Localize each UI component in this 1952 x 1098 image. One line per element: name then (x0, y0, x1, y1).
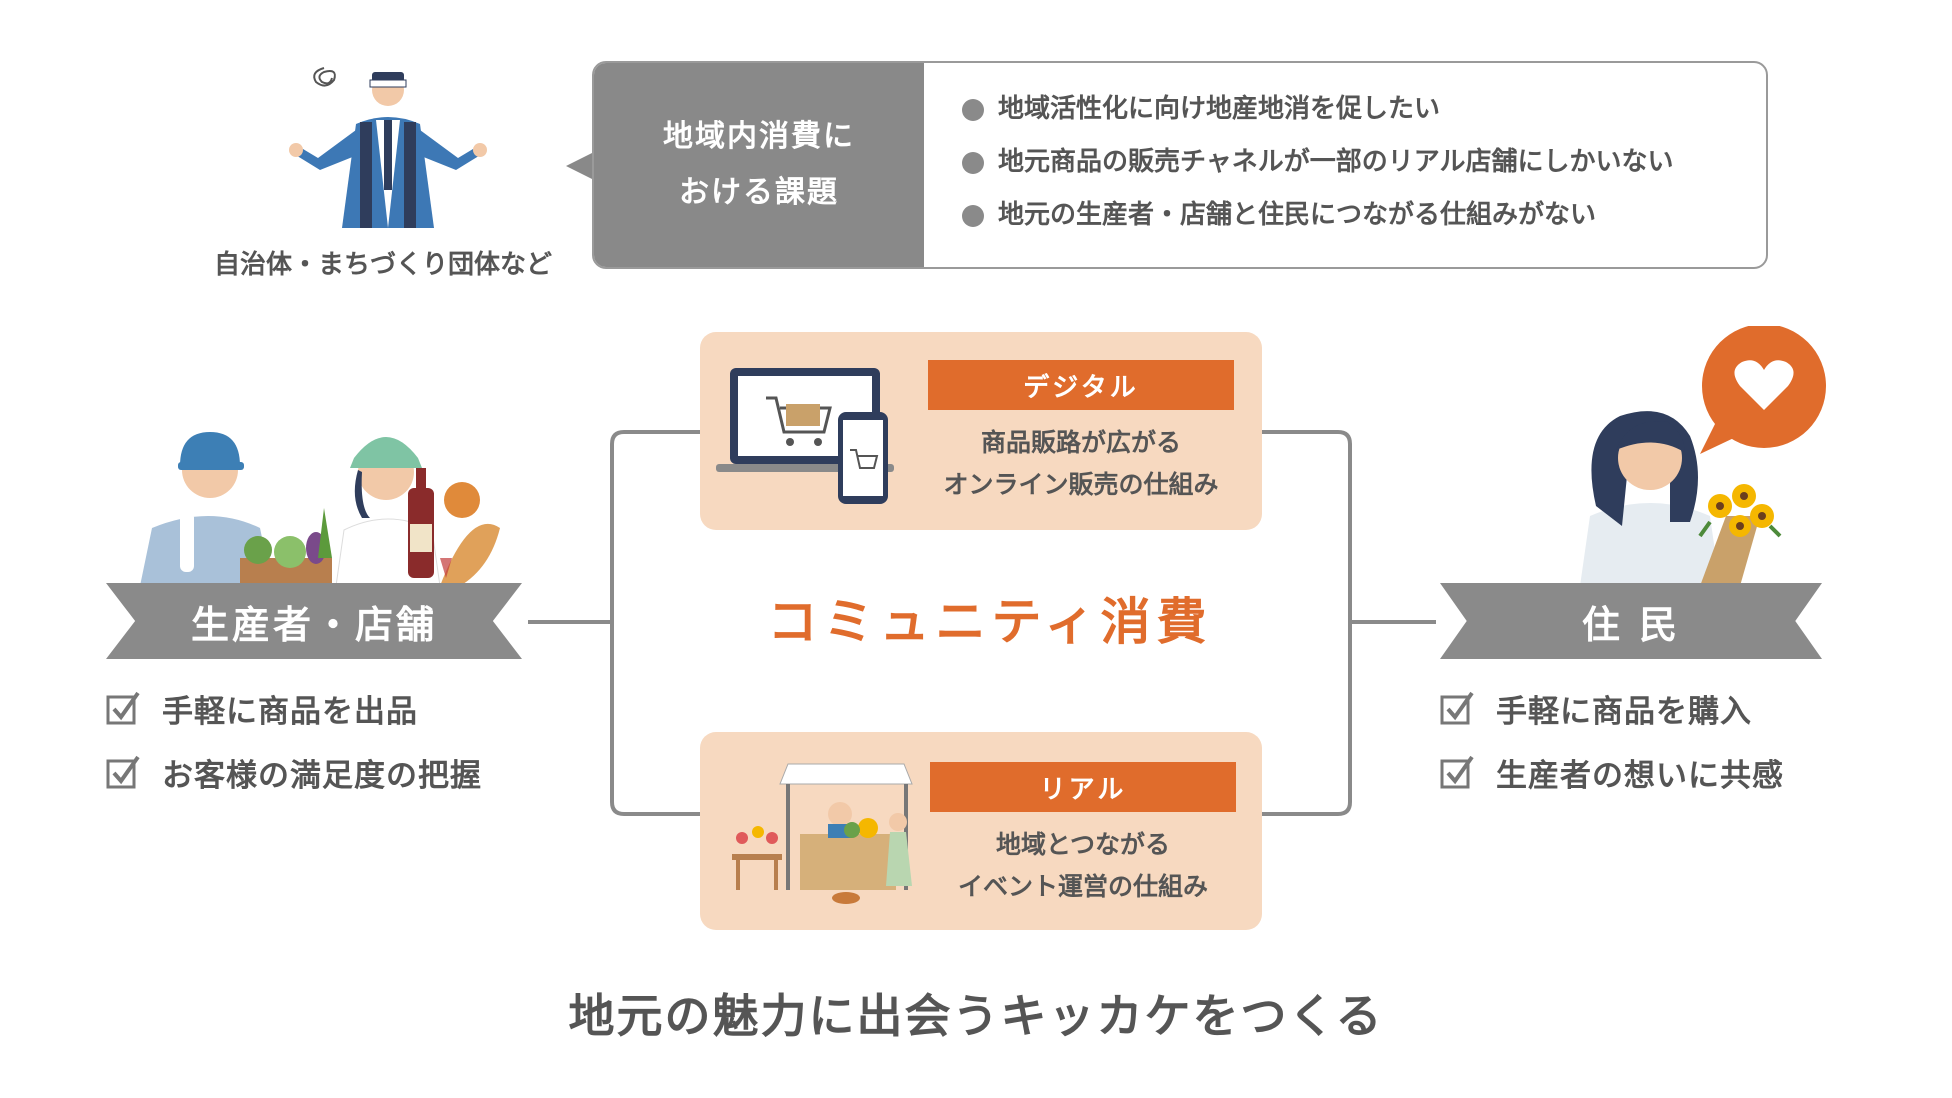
real-description: 地域とつながる イベント運営の仕組み (928, 824, 1238, 908)
checkbox-icon (106, 691, 140, 725)
issue-box: 地域内消費に おける課題 地域活性化に向け地産地消を促したい 地元商品の販売チャ… (592, 61, 1768, 269)
resident-benefit-text: 生産者の想いに共感 (1496, 757, 1784, 794)
resident-benefit-item: 生産者の想いに共感 (1440, 740, 1784, 804)
issue-item-text: 地元商品の販売チャネルが一部のリアル店舗にしかいない (998, 147, 1674, 177)
digital-description: 商品販路が広がる オンライン販売の仕組み (926, 422, 1236, 506)
bullet-icon (962, 151, 984, 174)
resident-illustration (1580, 326, 1826, 586)
producer-benefit-text: 手軽に商品を出品 (162, 693, 418, 730)
issue-item-text: 地元の生産者・店舗と住民につながる仕組みがない (998, 200, 1597, 230)
producers-illustration (140, 432, 500, 586)
laptop-phone-cart-icon (716, 368, 894, 504)
checkbox-icon (1440, 691, 1474, 725)
digital-tag: デジタル (928, 360, 1234, 410)
footer-tagline: 地元の魅力に出会うキッカケをつくる (568, 989, 1384, 1043)
issue-actor-caption: 自治体・まちづくり団体など (214, 250, 553, 280)
producer-benefit-item: 手軽に商品を出品 (106, 676, 482, 740)
issue-item: 地元商品の販売チャネルが一部のリアル店舗にしかいない (962, 136, 1673, 189)
bullet-icon (962, 204, 984, 227)
resident-ribbon: 住 民 (1440, 583, 1822, 659)
issue-item: 地元の生産者・店舗と住民につながる仕組みがない (962, 189, 1673, 242)
checkbox-icon (106, 755, 140, 789)
resident-benefit-item: 手軽に商品を購入 (1440, 676, 1784, 740)
real-line1: 地域とつながる (995, 830, 1170, 859)
real-card: リアル 地域とつながる イベント運営の仕組み (700, 732, 1262, 930)
issue-label: 地域内消費に おける課題 (594, 63, 924, 267)
issue-pointer (566, 152, 594, 180)
bullet-icon (962, 98, 984, 121)
resident-benefits: 手軽に商品を購入 生産者の想いに共感 (1440, 676, 1784, 804)
issue-label-line1: 地域内消費に (663, 119, 855, 154)
community-title: コミュニティ消費 (767, 593, 1213, 651)
issue-label-line2: おける課題 (679, 175, 839, 210)
municipal-official-illustration (289, 67, 487, 228)
producer-benefits: 手軽に商品を出品 お客様の満足度の把握 (106, 676, 482, 804)
producer-ribbon: 生産者・店舗 (106, 583, 522, 659)
digital-card: デジタル 商品販路が広がる オンライン販売の仕組み (700, 332, 1262, 530)
issue-list: 地域活性化に向け地産地消を促したい 地元商品の販売チャネルが一部のリアル店舗にし… (962, 83, 1673, 242)
resident-benefit-text: 手軽に商品を購入 (1496, 693, 1752, 730)
producer-benefit-text: お客様の満足度の把握 (162, 757, 482, 794)
digital-line2: オンライン販売の仕組み (943, 470, 1219, 499)
producer-benefit-item: お客様の満足度の把握 (106, 740, 482, 804)
market-stall-icon (732, 763, 913, 904)
real-line2: イベント運営の仕組み (957, 872, 1208, 901)
issue-item-text: 地域活性化に向け地産地消を促したい (998, 94, 1441, 124)
real-tag: リアル (930, 762, 1236, 812)
checkbox-icon (1440, 755, 1474, 789)
issue-item: 地域活性化に向け地産地消を促したい (962, 83, 1673, 136)
digital-line1: 商品販路が広がる (980, 428, 1181, 457)
